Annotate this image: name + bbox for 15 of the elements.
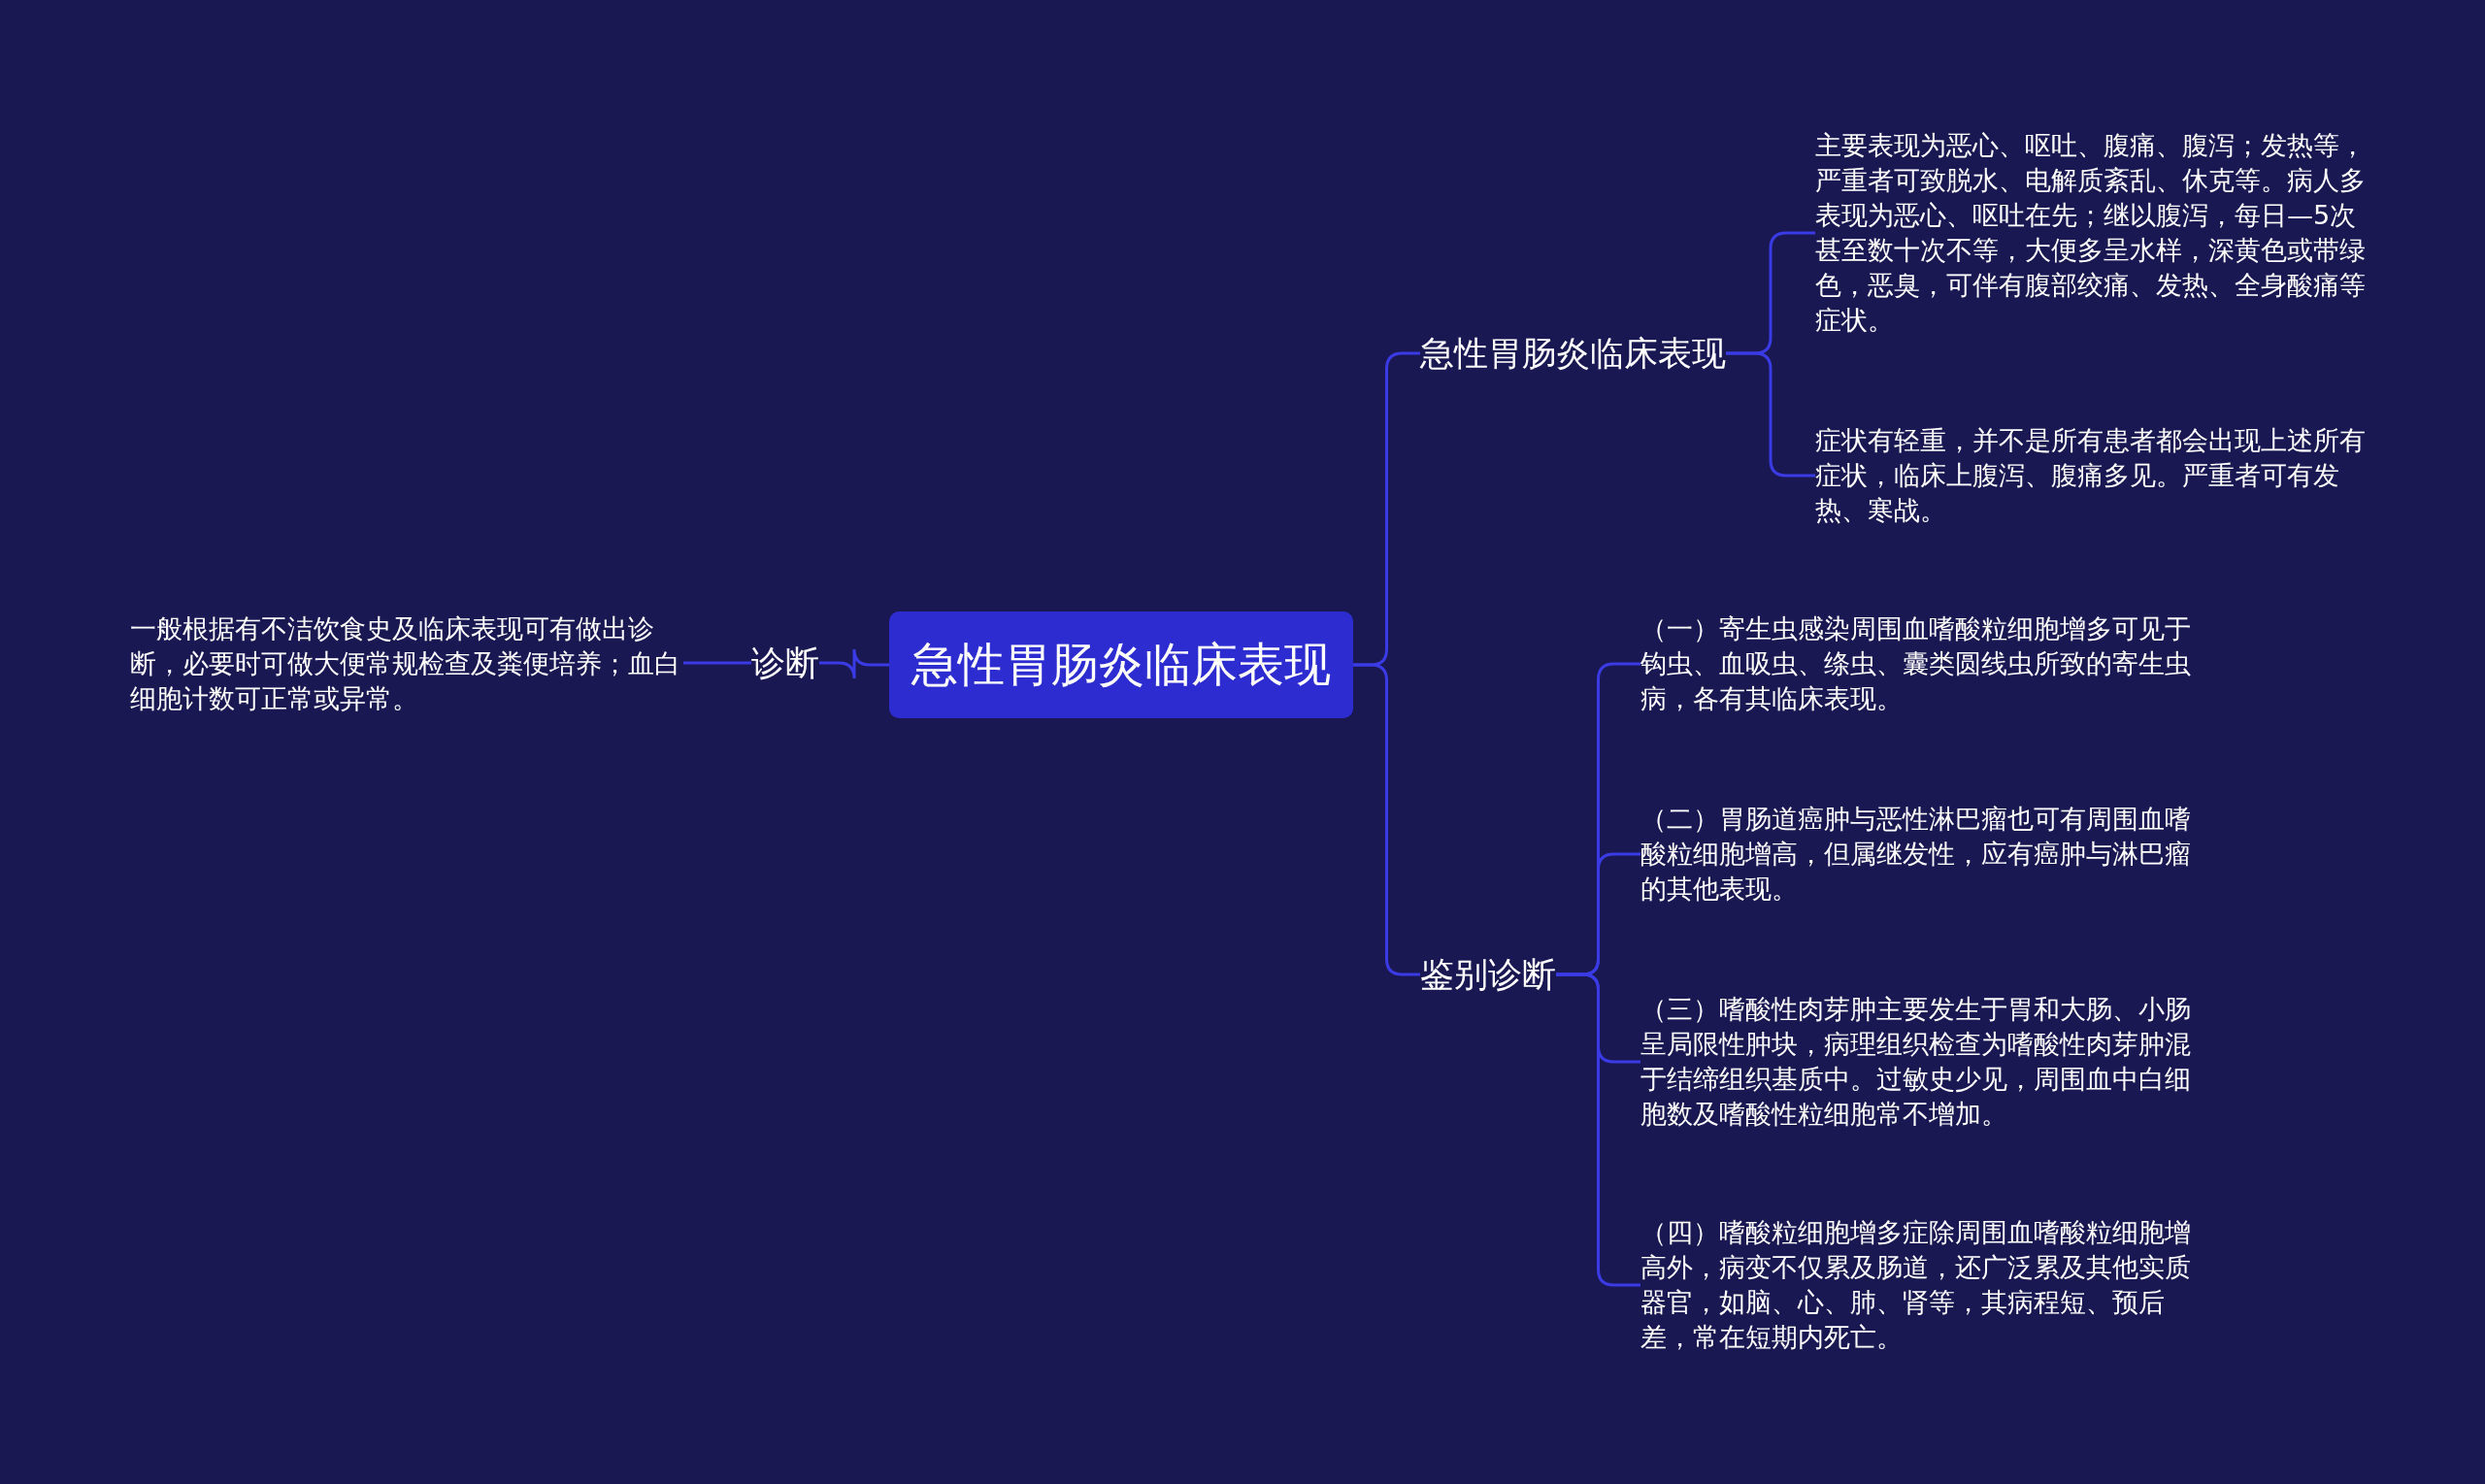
branch-topic: 鉴别诊断 <box>1420 954 1556 995</box>
connector-line <box>1726 351 1815 478</box>
note-text: （三）嗜酸性肉芽肿主要发生于胃和大肠、小肠呈局限性肿块，病理组织检查为嗜酸性肉芽肿混于结缔组织基质中。过敏史少见，周围血中白细胞数及嗜酸性粒细胞常不增加。 <box>1640 992 2194 1132</box>
note-text: 一般根据有不洁饮食史及临床表现可有做出诊断，必要时可做大便常规检查及粪便培养；血白细胞计数可正常或异常。 <box>130 611 683 716</box>
note-text: （一）寄生虫感染周围血嗜酸粒细胞增多可见于钩虫、血吸虫、绦虫、囊类圆线虫所致的寄生虫病，各有其临床表现。 <box>1640 611 2194 716</box>
central-topic: 急性胃肠炎临床表现 <box>889 611 1353 718</box>
note-text: 主要表现为恶心、呕吐、腹痛、腹泻；发热等，严重者可致脱水、电解质紊乱、休克等。病人多表现为恶心、呕吐在先；继以腹泻，每日—5次甚至数十次不等，大便多呈水样，深黄色或带绿色，恶臭，可伴有腹部绞痛、发热、全身酸痛等症状。 <box>1815 128 2369 338</box>
connector-line <box>819 647 889 680</box>
connector-line <box>683 661 751 665</box>
note-text: （二）胃肠道癌肿与恶性淋巴瘤也可有周围血嗜酸粒细胞增高，但属继发性，应有癌肿与淋巴瘤的其他表现。 <box>1640 802 2194 907</box>
branch-topic: 急性胃肠炎临床表现 <box>1420 333 1726 374</box>
note-text: 症状有轻重，并不是所有患者都会出现上述所有症状，临床上腹泻、腹痛多见。严重者可有发热、寒战。 <box>1815 423 2369 528</box>
branch-topic: 诊断 <box>751 643 819 683</box>
note-text: （四）嗜酸粒细胞增多症除周围血嗜酸粒细胞增高外，病变不仅累及肠道，还广泛累及其他实质器官，如脑、心、肺、肾等，其病程短、预后差，常在短期内死亡。 <box>1640 1215 2194 1355</box>
connector-line <box>1556 973 1640 1287</box>
